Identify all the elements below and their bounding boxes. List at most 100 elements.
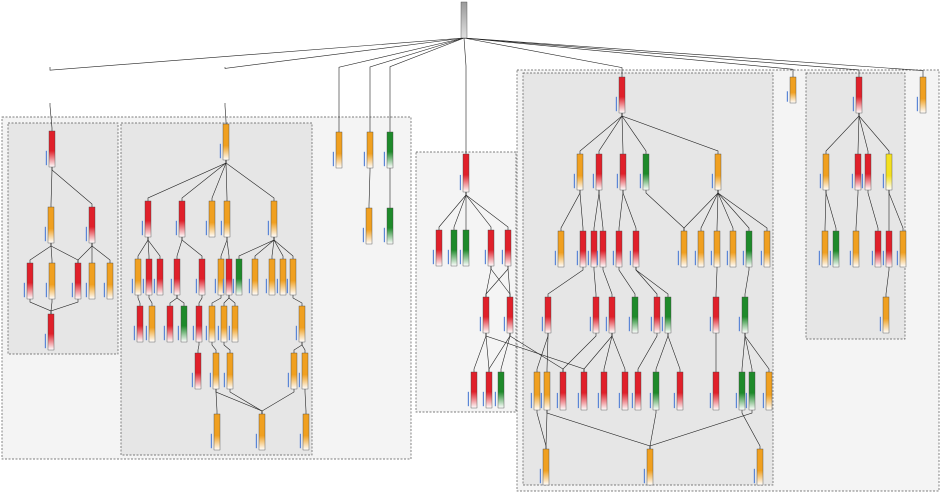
task-node-orange[interactable]	[646, 448, 654, 486]
task-node-orange[interactable]	[148, 305, 156, 343]
task-node-orange[interactable]	[765, 371, 773, 411]
task-node-orange[interactable]	[222, 123, 230, 161]
task-node-green[interactable]	[832, 230, 840, 268]
task-node-red[interactable]	[166, 305, 174, 343]
task-node-red[interactable]	[595, 153, 603, 191]
task-node-orange[interactable]	[231, 305, 239, 343]
task-node-orange[interactable]	[729, 230, 737, 268]
task-node-orange[interactable]	[258, 413, 266, 451]
task-node-orange[interactable]	[335, 131, 343, 169]
task-node-red[interactable]	[506, 296, 514, 334]
task-node-green[interactable]	[450, 229, 458, 267]
task-node-red[interactable]	[864, 153, 872, 191]
task-node-red[interactable]	[26, 262, 34, 300]
group-container-left-1[interactable]	[7, 122, 119, 355]
task-node-orange[interactable]	[279, 258, 287, 296]
task-node-red[interactable]	[590, 230, 598, 268]
task-node-orange[interactable]	[714, 153, 722, 191]
task-node-red[interactable]	[653, 296, 661, 334]
task-node-orange[interactable]	[47, 206, 55, 244]
task-node-orange[interactable]	[289, 258, 297, 296]
task-node-red[interactable]	[544, 296, 552, 334]
task-node-orange[interactable]	[543, 371, 551, 411]
task-node-green[interactable]	[664, 296, 672, 334]
task-node-red[interactable]	[48, 130, 56, 168]
task-node-green[interactable]	[652, 371, 660, 411]
task-node-orange[interactable]	[713, 230, 721, 268]
task-node-red[interactable]	[145, 258, 153, 296]
task-node-orange[interactable]	[763, 230, 771, 268]
task-node-green[interactable]	[462, 229, 470, 267]
task-node-orange[interactable]	[134, 258, 142, 296]
task-node-red[interactable]	[599, 230, 607, 268]
task-node-green[interactable]	[738, 371, 746, 411]
task-node-red[interactable]	[874, 230, 882, 268]
task-node-red[interactable]	[885, 230, 893, 268]
task-node-red[interactable]	[712, 296, 720, 334]
task-node-red[interactable]	[156, 258, 164, 296]
task-node-orange[interactable]	[882, 296, 890, 334]
task-node-red[interactable]	[855, 76, 863, 114]
task-node-red[interactable]	[482, 296, 490, 334]
task-node-red[interactable]	[470, 371, 478, 409]
task-node-red[interactable]	[194, 352, 202, 390]
task-node-red[interactable]	[173, 258, 181, 296]
task-node-orange[interactable]	[680, 230, 688, 268]
task-node-orange[interactable]	[268, 258, 276, 296]
task-node-green[interactable]	[741, 296, 749, 334]
task-node-orange[interactable]	[302, 413, 310, 451]
task-node-orange[interactable]	[533, 371, 541, 411]
task-node-orange[interactable]	[213, 413, 221, 451]
task-node-red[interactable]	[88, 206, 96, 244]
task-node-green[interactable]	[631, 296, 639, 334]
task-node-red[interactable]	[712, 371, 720, 411]
task-node-red[interactable]	[676, 371, 684, 411]
task-node-green[interactable]	[386, 207, 394, 245]
task-node-orange[interactable]	[270, 200, 278, 238]
task-node-orange[interactable]	[301, 352, 309, 390]
task-node-green[interactable]	[235, 258, 243, 296]
task-node-orange[interactable]	[366, 131, 374, 169]
task-node-red[interactable]	[74, 262, 82, 300]
task-node-orange[interactable]	[212, 352, 220, 390]
task-node-orange[interactable]	[822, 153, 830, 191]
task-node-orange[interactable]	[557, 230, 565, 268]
root-node[interactable]	[460, 1, 468, 39]
task-node-red[interactable]	[144, 200, 152, 238]
task-node-orange[interactable]	[697, 230, 705, 268]
task-node-red[interactable]	[621, 371, 629, 411]
task-node-red[interactable]	[462, 153, 470, 193]
task-node-red[interactable]	[47, 313, 55, 351]
task-node-red[interactable]	[634, 371, 642, 411]
task-node-orange[interactable]	[220, 305, 228, 343]
task-node-orange[interactable]	[48, 262, 56, 300]
task-node-red[interactable]	[615, 230, 623, 268]
task-node-orange[interactable]	[298, 305, 306, 343]
task-node-green[interactable]	[642, 153, 650, 191]
task-node-orange[interactable]	[226, 352, 234, 390]
task-node-red[interactable]	[198, 258, 206, 296]
task-node-orange[interactable]	[251, 258, 259, 296]
task-node-green[interactable]	[386, 131, 394, 169]
task-node-red[interactable]	[592, 296, 600, 334]
task-node-red[interactable]	[632, 230, 640, 268]
task-node-red[interactable]	[600, 371, 608, 411]
task-node-orange[interactable]	[852, 230, 860, 268]
task-node-red[interactable]	[487, 229, 495, 267]
task-node-red[interactable]	[580, 371, 588, 411]
task-node-orange[interactable]	[365, 207, 373, 245]
task-node-red[interactable]	[504, 229, 512, 267]
task-node-green[interactable]	[180, 305, 188, 343]
task-node-green[interactable]	[497, 371, 505, 409]
task-node-orange[interactable]	[106, 262, 114, 300]
task-node-red[interactable]	[559, 371, 567, 411]
task-node-red[interactable]	[618, 76, 626, 114]
task-node-orange[interactable]	[576, 153, 584, 191]
task-node-yellow[interactable]	[885, 153, 893, 191]
task-node-orange[interactable]	[290, 352, 298, 390]
task-node-red[interactable]	[178, 200, 186, 238]
task-node-red[interactable]	[195, 305, 203, 343]
task-node-red[interactable]	[579, 230, 587, 268]
task-node-orange[interactable]	[542, 448, 550, 486]
task-node-orange[interactable]	[899, 230, 907, 268]
